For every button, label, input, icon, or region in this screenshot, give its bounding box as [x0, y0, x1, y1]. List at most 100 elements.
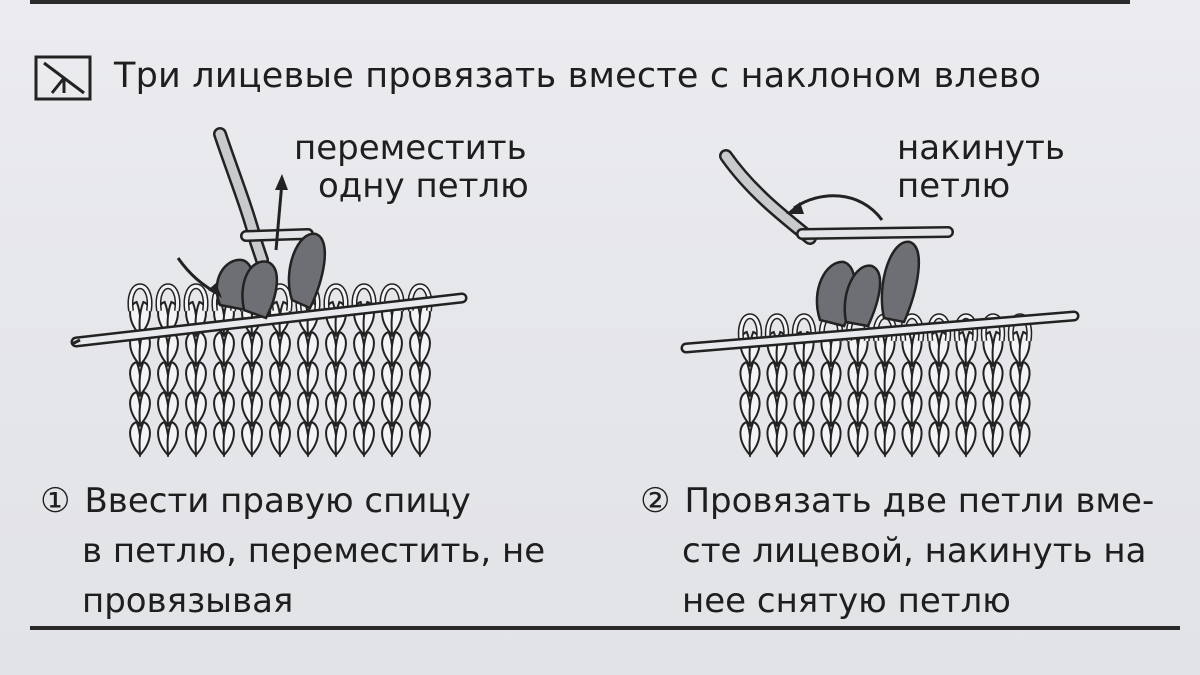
left-slanting-decrease-icon — [34, 55, 92, 101]
knit-stitch-leaf — [829, 360, 842, 398]
knit-stitch-leaf — [194, 390, 207, 428]
top-loop — [324, 284, 348, 312]
knit-stitch-leaf — [194, 360, 207, 398]
knit-stitch-leaf — [250, 420, 263, 458]
figure-2-knit-fabric — [737, 313, 1033, 458]
knit-stitch-leaf — [883, 420, 896, 458]
knit-stitch-leaf — [1018, 420, 1031, 458]
knit-stitch-leaf — [306, 420, 319, 458]
knit-stitch-leaf — [802, 420, 815, 458]
figure-2-label-line-2: петлю — [897, 166, 1011, 206]
figure-1-move-arrow — [274, 174, 288, 251]
knit-stitch-leaf — [418, 330, 431, 368]
figure-1-label-line-2: одну петлю — [318, 166, 529, 206]
figure-1-highlighted-loops — [215, 232, 327, 320]
top-loop — [766, 314, 788, 342]
figure-2-highlighted-loops — [815, 240, 921, 328]
knit-stitch-leaf — [306, 390, 319, 428]
knit-stitch-leaf — [166, 420, 179, 458]
knit-stitch-leaf — [910, 390, 923, 428]
knit-stitch-leaf — [802, 390, 815, 428]
step-1-line-3: провязывая — [82, 581, 294, 621]
top-loop — [955, 314, 977, 342]
knit-stitch-leaf — [991, 420, 1004, 458]
knit-stitch-leaf — [362, 330, 375, 368]
knit-stitch-leaf — [250, 330, 263, 368]
knit-stitch-leaf — [138, 360, 151, 398]
knit-stitch-leaf — [222, 360, 235, 398]
knit-stitch-leaf — [278, 390, 291, 428]
knit-stitch-leaf — [964, 360, 977, 398]
knit-stitch-leaf — [748, 360, 761, 398]
figure-2-knitting-illustration — [680, 149, 1080, 458]
knit-stitch-leaf — [964, 420, 977, 458]
knit-stitch-leaf — [856, 360, 869, 398]
knit-stitch-leaf — [362, 360, 375, 398]
step-2-line-3: нее снятую петлю — [682, 581, 1011, 621]
knit-stitch-leaf — [775, 420, 788, 458]
figure-1-left-needle — [70, 292, 468, 348]
knit-stitch-leaf — [306, 330, 319, 368]
knit-stitch-leaf — [138, 420, 151, 458]
knit-stitch-leaf — [390, 360, 403, 398]
knit-stitch-leaf — [222, 330, 235, 368]
knit-stitch-leaf — [775, 360, 788, 398]
knit-stitch-leaf — [166, 330, 179, 368]
figure-1-knitting-illustration — [70, 127, 468, 458]
knit-stitch-leaf — [910, 420, 923, 458]
knit-stitch-leaf — [222, 390, 235, 428]
knit-stitch-leaf — [856, 390, 869, 428]
bottom-divider — [30, 626, 1180, 630]
knit-stitch-leaf — [1018, 360, 1031, 398]
knit-stitch-leaf — [991, 390, 1004, 428]
knit-stitch-leaf — [910, 360, 923, 398]
knit-stitch-leaf — [991, 360, 1004, 398]
knit-stitch-leaf — [222, 420, 235, 458]
knit-stitch-leaf — [829, 420, 842, 458]
figure-1-label-line-1: переместить — [294, 128, 527, 168]
top-loop — [156, 284, 180, 312]
knit-stitch-leaf — [829, 390, 842, 428]
knit-stitch-leaf — [334, 360, 347, 398]
knit-stitch-leaf — [856, 420, 869, 458]
knit-stitch-leaf — [937, 420, 950, 458]
knit-stitch-leaf — [306, 360, 319, 398]
figure-2-pass-over-arrow — [786, 194, 884, 221]
knit-stitch-leaf — [937, 390, 950, 428]
knit-stitch-leaf — [883, 360, 896, 398]
figure-1-insert-arrow — [176, 257, 222, 298]
knit-stitch-leaf — [390, 420, 403, 458]
page-title: Три лицевые провязать вместе с наклоном … — [114, 56, 1042, 96]
knit-stitch-leaf — [883, 390, 896, 428]
step-2-number: ② — [640, 481, 671, 521]
figure-2-right-needle — [719, 149, 954, 245]
top-loop — [739, 314, 761, 342]
top-loop — [982, 314, 1004, 342]
figure-1-right-needle — [213, 127, 314, 267]
knit-stitch-leaf — [194, 420, 207, 458]
knit-stitch-leaf — [138, 390, 151, 428]
figure-2-left-needle — [680, 310, 1080, 354]
knit-stitch-leaf — [362, 420, 375, 458]
knit-stitch-leaf — [775, 390, 788, 428]
knit-stitch-leaf — [278, 420, 291, 458]
knit-stitch-leaf — [418, 420, 431, 458]
knit-stitch-leaf — [390, 330, 403, 368]
knit-stitch-leaf — [334, 330, 347, 368]
knit-stitch-leaf — [250, 360, 263, 398]
step-1-number: ① — [40, 481, 71, 521]
knit-stitch-leaf — [166, 360, 179, 398]
knit-stitch-leaf — [418, 390, 431, 428]
knit-stitch-leaf — [418, 360, 431, 398]
knit-stitch-leaf — [278, 360, 291, 398]
knit-stitch-leaf — [250, 390, 263, 428]
figure-2-label-line-1: накинуть — [897, 128, 1065, 168]
knit-stitch-leaf — [166, 390, 179, 428]
knit-stitch-leaf — [748, 420, 761, 458]
top-divider — [30, 0, 1130, 4]
